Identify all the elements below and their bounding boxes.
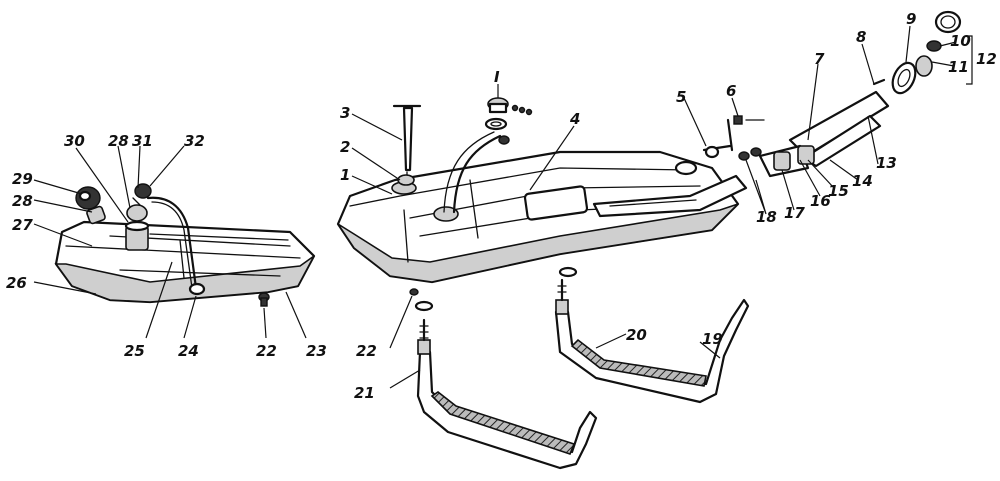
- callout-21: 21: [354, 384, 375, 402]
- vent-cap-assembly: [484, 97, 533, 145]
- vent-hose: [146, 196, 198, 290]
- filler-cap-main: [934, 10, 962, 34]
- callout-23: 23: [306, 342, 327, 360]
- callout-18: 18: [756, 208, 777, 226]
- callout-labels: 30 28 31 32 29 28 27 26 25 24 22 23 1 2 …: [6, 10, 997, 402]
- callout-12: 12: [976, 50, 997, 68]
- callout-22-left: 22: [256, 342, 277, 360]
- callout-26: 26: [6, 274, 27, 292]
- sender-cover: [126, 204, 148, 222]
- callout-9: 9: [906, 10, 916, 28]
- callout-1: 1: [340, 166, 350, 184]
- filler-neck: [86, 205, 106, 225]
- tank-strap-rear: [554, 266, 750, 404]
- callout-24: 24: [178, 342, 199, 360]
- callout-19: 19: [702, 330, 723, 348]
- fuel-level-sender: [392, 104, 422, 186]
- callout-32: 32: [184, 132, 205, 150]
- callout-2: 2: [340, 138, 350, 156]
- callout-6: 6: [726, 82, 736, 100]
- callout-22-center: 22: [356, 342, 377, 360]
- callout-13: 13: [876, 154, 897, 172]
- filler-hose: [592, 174, 748, 218]
- callout-20: 20: [626, 326, 647, 344]
- filler-neck-assembly: [702, 10, 962, 178]
- callout-30: 30: [64, 132, 85, 150]
- callout-31: 31: [132, 132, 153, 150]
- tank-strap-front: [409, 288, 598, 470]
- callout-I: I: [494, 68, 500, 86]
- callout-10: 10: [950, 32, 971, 50]
- callout-17: 17: [784, 204, 805, 222]
- callout-28-top: 28: [108, 132, 129, 150]
- left-fuel-tank: [54, 196, 316, 307]
- callout-28-side: 28: [12, 192, 33, 210]
- callout-29: 29: [12, 170, 33, 188]
- callout-11: 11: [948, 58, 969, 76]
- callout-4: 4: [569, 110, 580, 128]
- callout-3: 3: [340, 104, 350, 122]
- leader-lines: [33, 25, 973, 389]
- tank-reinforcement-plate: [523, 185, 589, 221]
- breather-fitting: [134, 183, 152, 199]
- callout-8: 8: [856, 28, 866, 46]
- filler-neck-collar: [891, 61, 917, 95]
- callout-15: 15: [828, 182, 849, 200]
- callout-14: 14: [852, 172, 873, 190]
- callout-25: 25: [124, 342, 145, 360]
- main-fuel-tank: [336, 131, 748, 284]
- callout-27: 27: [12, 216, 33, 234]
- vent-pipe: [452, 134, 502, 214]
- callout-7: 7: [814, 50, 825, 68]
- callout-16: 16: [810, 192, 831, 210]
- left-tank-fittings: [75, 183, 152, 225]
- callout-5: 5: [676, 88, 686, 106]
